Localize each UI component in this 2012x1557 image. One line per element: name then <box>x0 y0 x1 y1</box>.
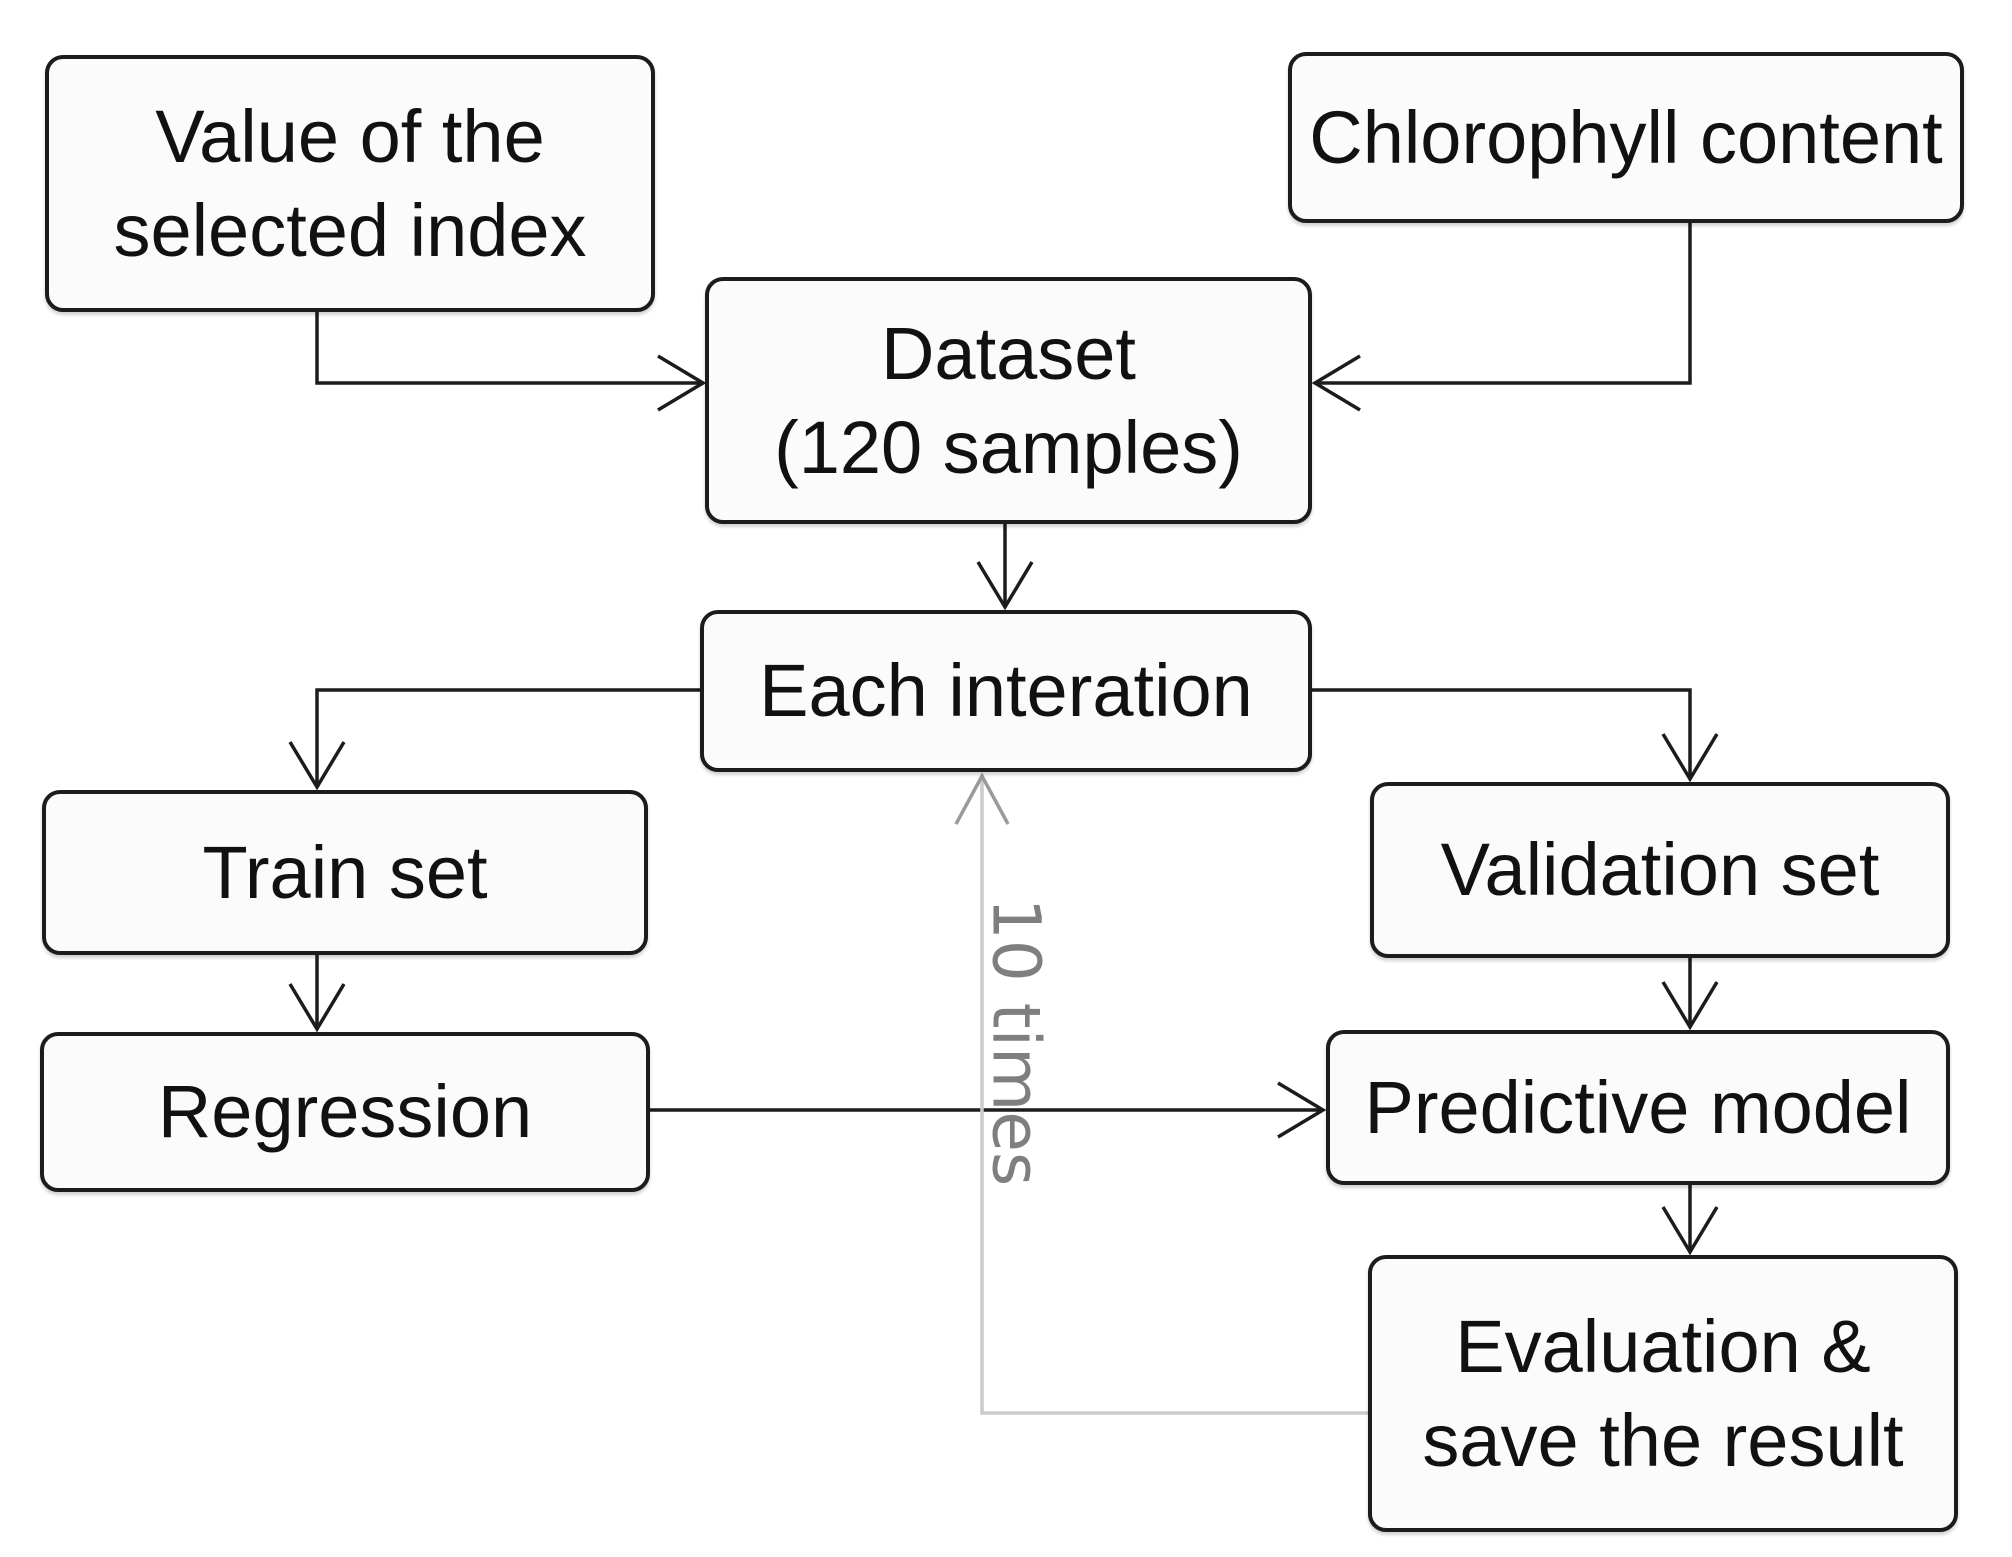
arrowhead-chlorophyll-to-dataset <box>1311 354 1361 412</box>
arrowhead-regression-to-predictive <box>1277 1081 1327 1139</box>
arrowhead-validation-to-predictive <box>1661 981 1719 1031</box>
arrowhead-iteration-to-validation <box>1661 733 1719 783</box>
node-each-iteration: Each interation <box>700 610 1312 772</box>
arrow-selected-index-to-dataset <box>315 312 700 385</box>
arrowhead-iteration-to-train <box>288 741 346 791</box>
arrow-iteration-to-validation <box>1312 688 1692 776</box>
node-chlorophyll-content-label: Chlorophyll content <box>1309 95 1943 179</box>
node-validation-set: Validation set <box>1370 782 1950 958</box>
node-value-of-selected-index: Value of the selected index <box>45 55 655 312</box>
node-regression-label: Regression <box>157 1070 533 1154</box>
node-validation-set-label: Validation set <box>1440 828 1880 912</box>
arrowhead-predictive-to-evaluation <box>1661 1206 1719 1256</box>
node-train-set-label: Train set <box>202 830 488 914</box>
node-evaluation-save-result: Evaluation & save the result <box>1368 1255 1958 1532</box>
node-value-of-selected-index-label: Value of the selected index <box>113 94 587 272</box>
arrow-chlorophyll-to-dataset <box>1318 222 1692 385</box>
node-predictive-model: Predictive model <box>1326 1030 1950 1185</box>
arrowhead-train-to-regression <box>288 983 346 1033</box>
node-train-set: Train set <box>42 790 648 955</box>
node-each-iteration-label: Each interation <box>759 649 1253 733</box>
loop-count-label: 10 times <box>977 897 1055 1187</box>
node-dataset: Dataset (120 samples) <box>705 277 1312 524</box>
arrow-iteration-to-train <box>315 688 700 784</box>
arrowhead-selected-index-to-dataset <box>657 354 707 412</box>
loop-arrowhead-evaluation-to-iteration <box>954 772 1010 825</box>
node-chlorophyll-content: Chlorophyll content <box>1288 52 1964 223</box>
node-regression: Regression <box>40 1032 650 1192</box>
node-evaluation-save-result-label: Evaluation & save the result <box>1422 1304 1904 1482</box>
node-predictive-model-label: Predictive model <box>1364 1065 1912 1149</box>
node-dataset-label: Dataset (120 samples) <box>774 311 1243 489</box>
arrowhead-dataset-to-iteration <box>976 561 1034 611</box>
